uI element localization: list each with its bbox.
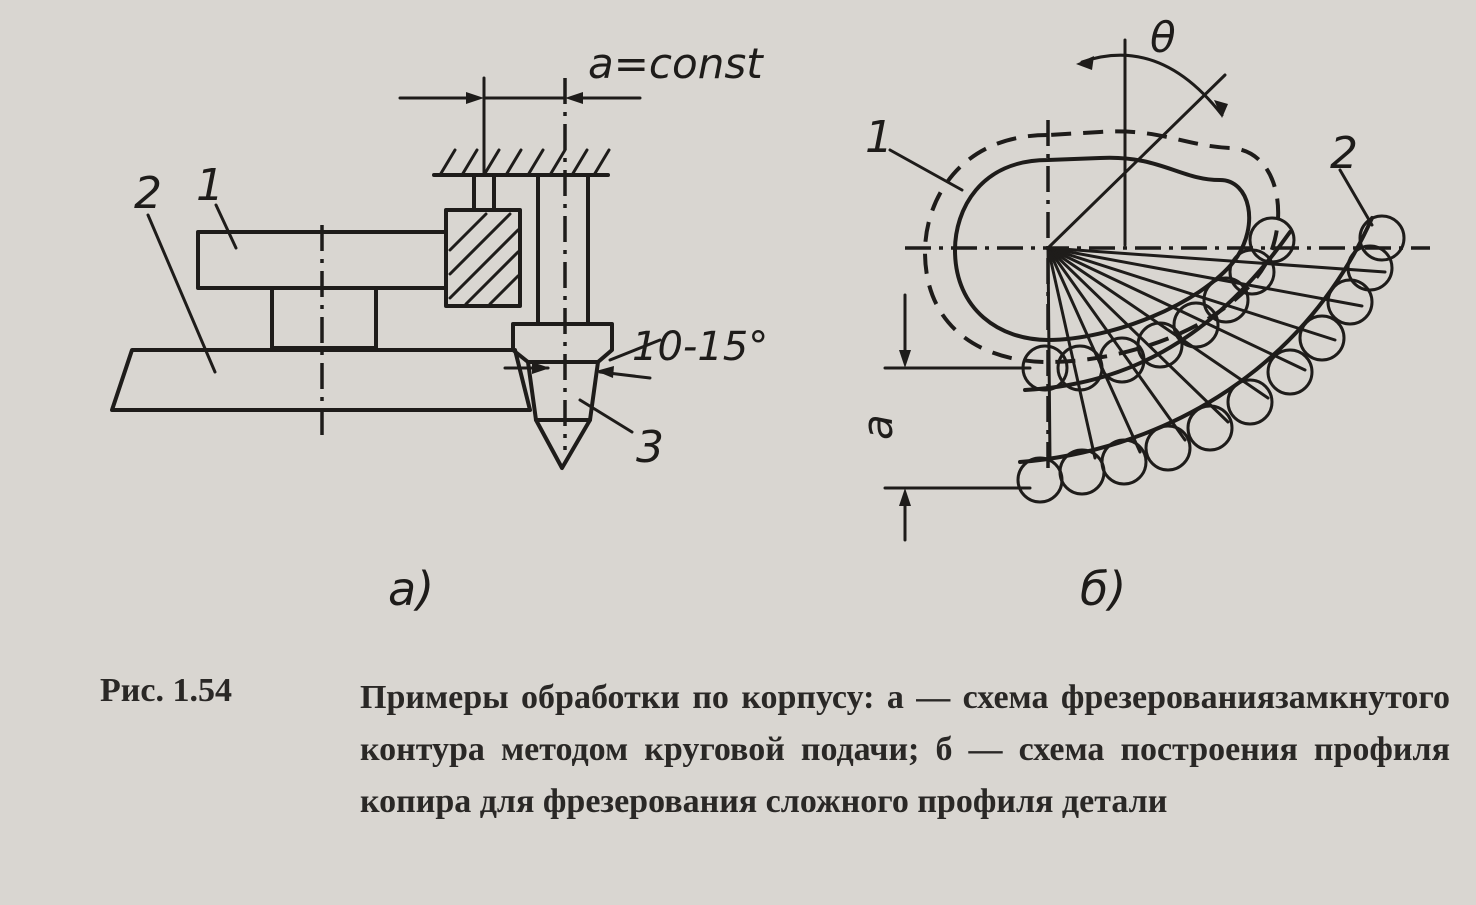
label-angle: 10-15° xyxy=(632,324,768,370)
roller-hatching xyxy=(448,212,520,306)
figure-b-drawing: θ 1 2 a б) xyxy=(853,13,1430,616)
fixed-support-hatch xyxy=(438,148,611,177)
cutter-tip xyxy=(534,418,592,470)
label-a-const: a=const xyxy=(588,39,764,88)
caption-text: Примеры обработки по корпусу: а — схема … xyxy=(360,679,1450,820)
leader-3 xyxy=(578,398,634,434)
support-block xyxy=(270,286,378,350)
label-sub-a: а) xyxy=(388,562,434,616)
leader-1b xyxy=(888,148,964,192)
figure-number: Рис. 1.54 xyxy=(100,672,232,709)
inner-roller-circles xyxy=(1021,216,1296,392)
cutter-head xyxy=(511,322,614,364)
label-sub-b: б) xyxy=(1080,562,1126,616)
label-dim-a: a xyxy=(853,414,902,440)
label-part-3: 3 xyxy=(636,422,664,473)
inner-copier-curve xyxy=(1023,230,1292,392)
label-part-2b: 2 xyxy=(1330,128,1358,179)
part-1-contour xyxy=(953,155,1252,342)
roller-block xyxy=(444,208,522,308)
equidistant-contour xyxy=(922,129,1281,365)
leader-2b xyxy=(1338,168,1374,227)
outer-roller-circles xyxy=(1016,214,1406,504)
label-part-1a: 1 xyxy=(196,160,224,211)
theta-arc xyxy=(1080,53,1224,117)
label-theta: θ xyxy=(1150,13,1176,62)
copier-profile-2 xyxy=(1018,216,1374,464)
label-part-1b: 1 xyxy=(865,112,893,163)
figure-a-drawing: a=const 10-15° 1 2 3 а) xyxy=(110,39,768,616)
label-part-2a: 2 xyxy=(134,168,162,219)
leader-1a xyxy=(214,203,238,250)
leader-2a xyxy=(146,213,217,374)
part-2-table xyxy=(110,348,532,412)
